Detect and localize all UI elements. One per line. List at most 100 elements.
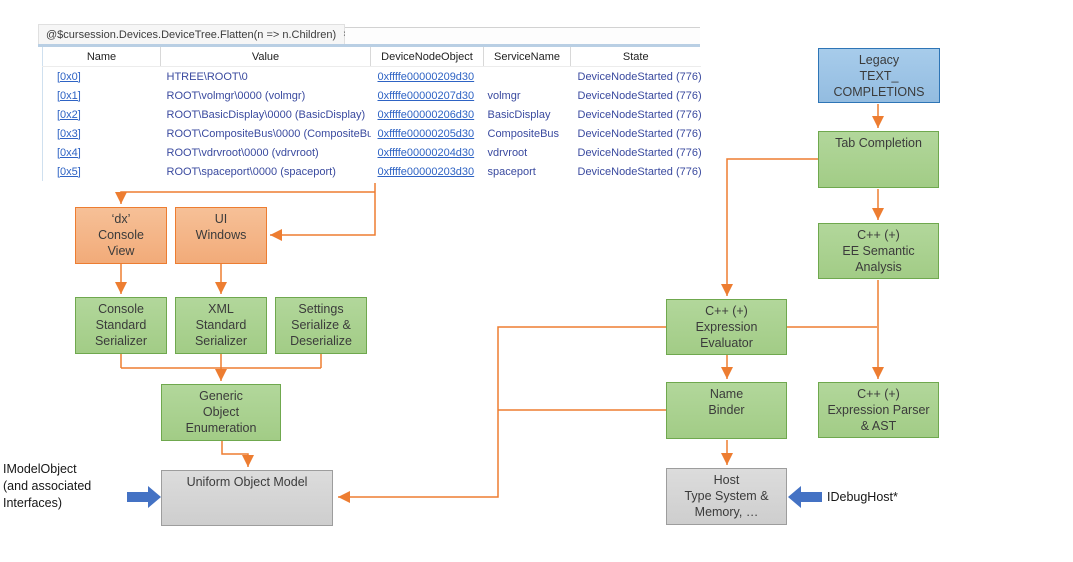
connector-generic-to-uom — [221, 441, 254, 467]
row-index-link[interactable]: [0x1] — [57, 89, 81, 102]
box-label-line: Host — [713, 473, 740, 487]
box-label-line: Serializer — [94, 334, 148, 348]
cell-text: ROOT\volmgr\0000 (volmgr) — [166, 89, 306, 102]
box-label-line: Memory, … — [694, 505, 759, 519]
box-label-line: C++ (+) — [857, 228, 900, 242]
box-label-line: Enumeration — [185, 421, 257, 435]
table-header-row: Name Value DeviceNodeObject ServiceName … — [42, 47, 701, 67]
column-header-name[interactable]: Name — [42, 47, 161, 67]
column-header-devicenodeobject[interactable]: DeviceNodeObject — [370, 47, 484, 67]
box-label-line: Settings — [298, 302, 344, 316]
box-label-line: Analysis — [855, 260, 902, 274]
box-label-line: TEXT_ — [859, 69, 899, 83]
row-index-link[interactable]: [0x4] — [57, 146, 81, 159]
table-row: [0x0] HTREE\ROOT\0 0xffffe00000209d30 Devic… — [43, 67, 701, 87]
table-row: [0x5] ROOT\spaceport\0000 (spaceport) 0xff… — [43, 162, 701, 181]
device-node-link[interactable]: 0xffffe00000203d30 — [377, 165, 475, 178]
cell-text: BasicDisplay — [487, 108, 551, 121]
cell-text: DeviceNodeStarted (776) — [577, 108, 701, 121]
cell-text: DeviceNodeStarted (776) — [577, 146, 701, 159]
connector-table-to-ui-windows — [270, 183, 376, 241]
box-label-line: C++ (+) — [857, 387, 900, 401]
box-label-line: Expression — [695, 320, 758, 334]
row-index-link[interactable]: [0x0] — [57, 70, 81, 83]
cell-text: vdrvroot — [487, 146, 528, 159]
imodelobject-arrow-icon — [127, 486, 161, 508]
table-row: [0x4]ROOT\vdrvroot\0000 (vdrvroot)0xffff… — [43, 143, 701, 162]
watch-tab[interactable]: @$cursession.Devices.DeviceTree.Flatten(… — [38, 24, 349, 44]
cell-text: DeviceNodeStarted (776) — [577, 89, 701, 102]
box-label-line: Windows — [195, 228, 247, 242]
idebughost-label: IDebugHost* — [827, 490, 898, 504]
box-label-line: XML — [208, 302, 234, 316]
column-header-state[interactable]: State — [570, 47, 701, 67]
box-label-line: COMPLETIONS — [833, 85, 925, 99]
tab-strip-filler — [345, 27, 700, 44]
box-label-line: Binder — [708, 403, 745, 417]
table-top-accent — [38, 44, 700, 47]
box-label-line: Console — [98, 228, 144, 242]
box-label-line: (and associated — [3, 479, 92, 493]
row-index-link[interactable]: [0x3] — [57, 127, 81, 140]
cell-text: DeviceNodeStarted (776) — [577, 70, 701, 83]
box-label-line: & AST — [860, 419, 897, 433]
row-index-link[interactable]: [0x5] — [57, 165, 81, 178]
box-label-line: ‘dx’ — [111, 212, 131, 226]
box-label-line: Uniform Object Model — [186, 475, 308, 489]
box-label-line: Serialize & — [291, 318, 351, 332]
device-node-link[interactable]: 0xffffe00000204d30 — [377, 146, 475, 159]
box-expression-parser-ast: C++ (+) Expression Parser & AST — [818, 382, 939, 438]
cell-text: CompositeBus — [487, 127, 560, 140]
box-label-line: Console — [98, 302, 144, 316]
connector-table-to-dx-console — [115, 191, 375, 204]
box-label-line: Deserialize — [290, 334, 352, 348]
box-label-line: Interfaces) — [3, 496, 63, 510]
cell-text: volmgr — [487, 89, 521, 102]
box-label-line: UI — [214, 212, 228, 226]
box-label-line: Name — [709, 387, 744, 401]
box-label-line: C++ (+) — [705, 304, 748, 318]
box-label-line: Serializer — [194, 334, 248, 348]
box-label-line: Type System & — [684, 489, 769, 503]
device-node-link[interactable]: 0xffffe00000206d30 — [377, 108, 475, 121]
box-label-line: View — [107, 244, 135, 258]
cell-text: ROOT\BasicDisplay\0000 (BasicDisplay) — [166, 108, 366, 121]
cell-text: HTREE\ROOT\0 — [166, 70, 248, 83]
watch-tab-title: @$cursession.Devices.DeviceTree.Flatten(… — [46, 28, 337, 41]
table-row: [0x3] ROOT\CompositeBus\0000 (CompositeBu… — [43, 124, 701, 143]
connector-tab-completion-to-evaluator — [721, 158, 818, 296]
cell-text: DeviceNodeStarted (776) — [577, 165, 701, 178]
connector-evaluator-to-uom — [338, 326, 666, 503]
box-label-line: Evaluator — [700, 336, 753, 350]
table-row: [0x2] ROOT\BasicDisplay\0000 (BasicDispla… — [43, 105, 701, 124]
box-label-line: EE Semantic — [842, 244, 915, 258]
box-label-line: Object — [202, 405, 240, 419]
column-header-servicename[interactable]: ServiceName — [483, 47, 571, 67]
box-label-line: Expression Parser — [827, 403, 930, 417]
device-node-link[interactable]: 0xffffe00000209d30 — [377, 70, 475, 83]
device-node-link[interactable]: 0xffffe00000205d30 — [377, 127, 475, 140]
cell-text: DeviceNodeStarted (776) — [577, 127, 701, 140]
column-header-value[interactable]: Value — [160, 47, 371, 67]
device-table: Name Value DeviceNodeObject ServiceName … — [42, 47, 701, 181]
cell-text: ROOT\CompositeBus\0000 (CompositeBus) — [166, 127, 371, 140]
device-node-link[interactable]: 0xffffe00000207d30 — [377, 89, 475, 102]
cell-text: ROOT\spaceport\0000 (spaceport) — [166, 165, 336, 178]
idebughost-arrow-icon — [788, 486, 822, 508]
box-uniform-object-model: Uniform Object Model — [161, 470, 333, 526]
row-index-link[interactable]: [0x2] — [57, 108, 81, 121]
box-tab-completion: Tab Completion — [818, 131, 939, 188]
table-row: [0x1] ROOT\volmgr\0000 (volmgr) 0xffffe000… — [43, 86, 701, 105]
box-label-line: Tab Completion — [835, 136, 922, 150]
